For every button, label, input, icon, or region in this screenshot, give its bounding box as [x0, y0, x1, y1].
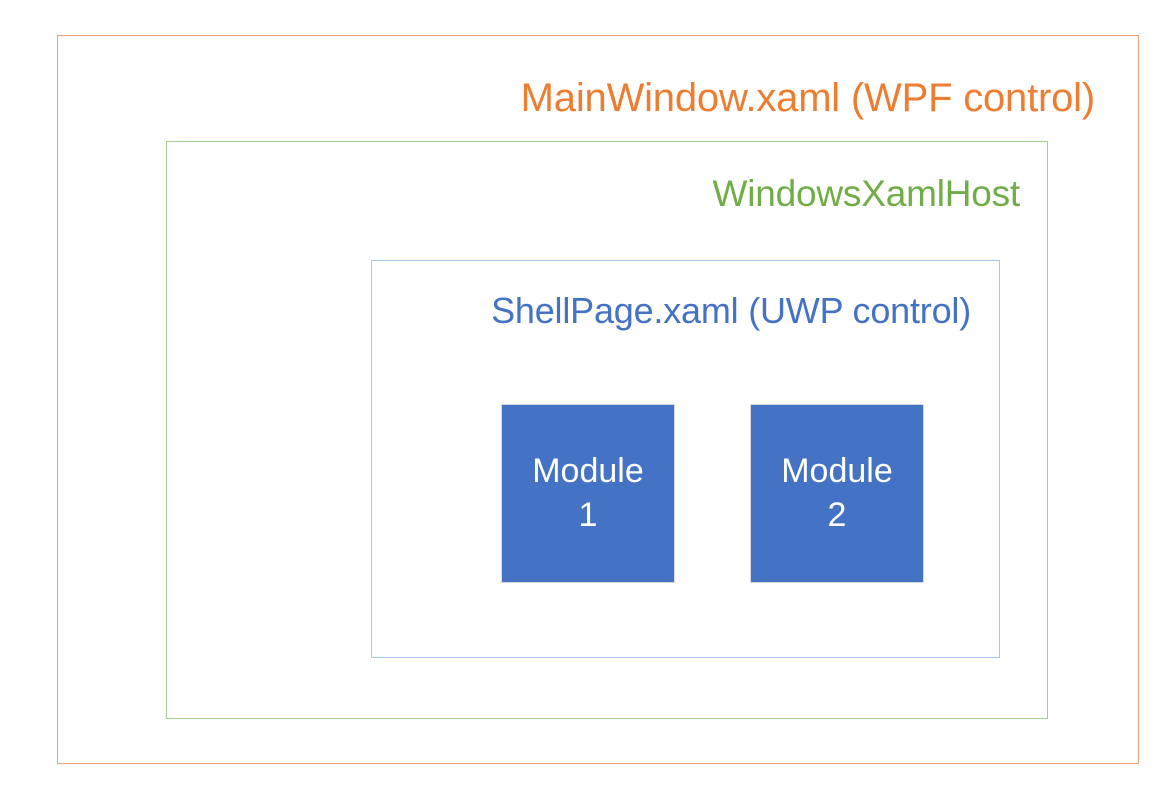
layer-windowsxamlhost-label: WindowsXamlHost	[712, 173, 1021, 214]
module-block-1-name: Module	[532, 451, 644, 490]
module-block-2-index: 2	[827, 495, 847, 534]
module-block-2: Module 2	[750, 404, 924, 583]
module-block-1-index: 1	[578, 495, 598, 534]
layer-mainwindow-xaml: MainWindow.xaml (WPF control)	[57, 35, 1139, 764]
module-block-2-name: Module	[781, 451, 893, 490]
module-block-1: Module 1	[501, 404, 675, 583]
layer-shellpage-xaml: ShellPage.xaml (UWP control)	[371, 260, 1000, 658]
layer-windowsxamlhost: WindowsXamlHost	[166, 141, 1048, 719]
layer-shellpage-xaml-label: ShellPage.xaml (UWP control)	[491, 290, 971, 331]
layer-mainwindow-xaml-label: MainWindow.xaml (WPF control)	[520, 76, 1096, 120]
